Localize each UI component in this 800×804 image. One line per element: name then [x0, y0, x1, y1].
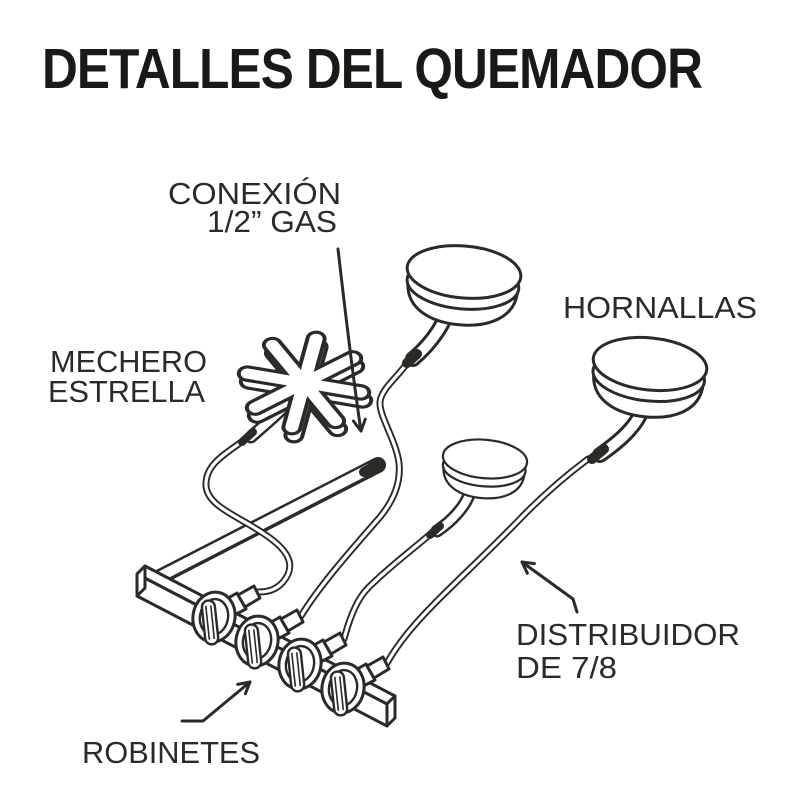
burner-head-3 — [426, 435, 530, 539]
star-burner — [242, 339, 363, 446]
arrow-robinetes — [180, 680, 252, 723]
burner-head-2 — [586, 330, 711, 464]
label-distribuidor-line2: DE 7/8 — [516, 650, 617, 685]
arrow-distribuidor — [520, 560, 579, 614]
arrow-conexion — [336, 247, 367, 433]
page-title: DETALLES DEL QUEMADOR — [42, 37, 702, 101]
label-conexion-line1: CONEXIÓN — [168, 176, 341, 211]
gas-manifold-tube — [150, 457, 386, 586]
label-robinetes: ROBINETES — [82, 735, 260, 770]
label-mechero-line1: MECHERO — [50, 344, 207, 379]
label-distribuidor-line1: DISTRIBUIDOR — [516, 617, 740, 652]
label-mechero-line2: ESTRELLA — [48, 374, 205, 409]
burner-head-1 — [401, 239, 525, 368]
label-hornallas: HORNALLAS — [563, 290, 757, 325]
label-conexion-line2: 1/2” GAS — [207, 204, 337, 239]
